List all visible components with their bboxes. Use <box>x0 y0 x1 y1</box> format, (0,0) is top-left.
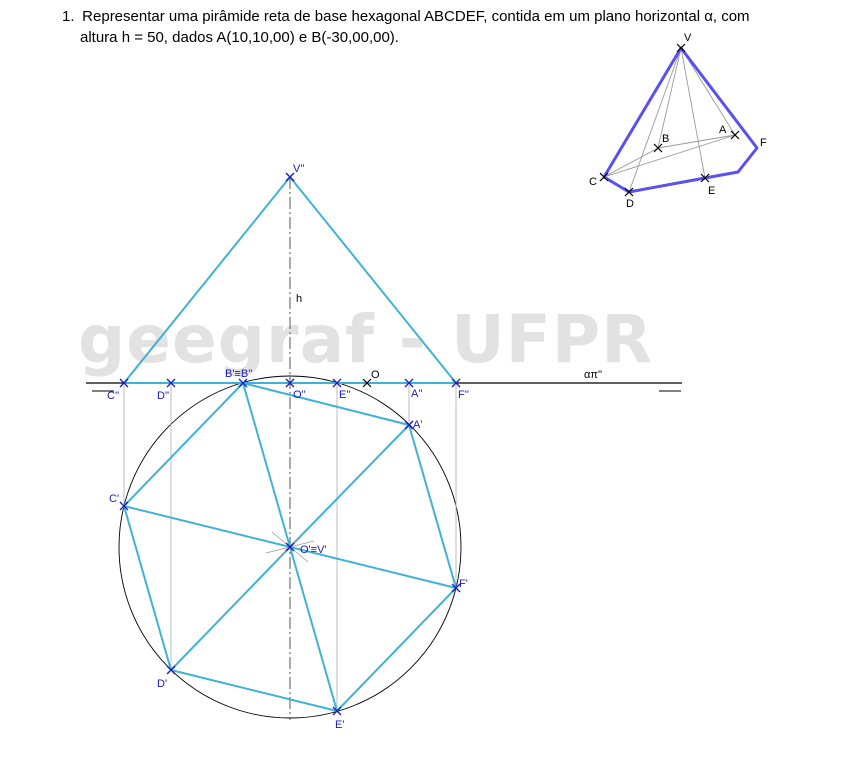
spoke-f <box>289 546 457 589</box>
label-v-front: V'' <box>293 163 305 175</box>
perspective-sketch <box>599 43 759 197</box>
label-center-top: O'≡V' <box>300 544 327 556</box>
spoke-c <box>123 505 291 548</box>
label-c-persp: C <box>589 176 597 188</box>
statement-line-2: altura h = 50, dados A(10,10,00) e B(-30… <box>80 29 399 46</box>
label-a-front: A'' <box>411 388 423 400</box>
label-e-front: E'' <box>339 389 351 401</box>
label-d-persp: D <box>626 198 634 210</box>
label-b-persp: B <box>662 133 669 145</box>
label-a-top: A' <box>413 419 422 431</box>
statement-line-1: Representar uma pirâmide reta de base he… <box>82 8 750 25</box>
label-c-front: C'' <box>107 390 119 402</box>
label-f-top: F' <box>459 578 468 590</box>
perspective-contour <box>602 46 759 194</box>
spoke-a <box>289 424 410 548</box>
label-a-persp: A <box>719 124 727 136</box>
label-c-top: C' <box>109 493 119 505</box>
height-label: h <box>296 293 302 305</box>
spoke-d <box>170 546 291 671</box>
label-d-front: D'' <box>157 390 169 402</box>
point-markers <box>119 172 461 716</box>
label-d-top: D' <box>157 678 167 690</box>
label-b-front: B'≡B'' <box>225 368 252 380</box>
label-o: O <box>371 369 380 381</box>
label-o-front: O'' <box>293 389 306 401</box>
problem-number: 1. <box>62 8 75 25</box>
marker-v2 <box>285 172 295 182</box>
watermark: geegraf - UFPR <box>78 301 653 378</box>
projection-lines <box>123 385 457 711</box>
front-edge-right <box>289 176 457 384</box>
plane-label: απ'' <box>584 369 602 381</box>
label-v-persp: V <box>684 32 692 44</box>
problem-statement: 1. Representar uma pirâmide reta de base… <box>62 6 852 48</box>
front-edge-left <box>123 176 291 384</box>
label-f-front: F'' <box>458 389 469 401</box>
spoke-e <box>289 546 338 712</box>
spoke-b <box>242 382 291 548</box>
label-e-top: E' <box>335 719 344 731</box>
label-e-persp: E <box>708 185 715 197</box>
label-f-persp: F <box>760 137 767 149</box>
